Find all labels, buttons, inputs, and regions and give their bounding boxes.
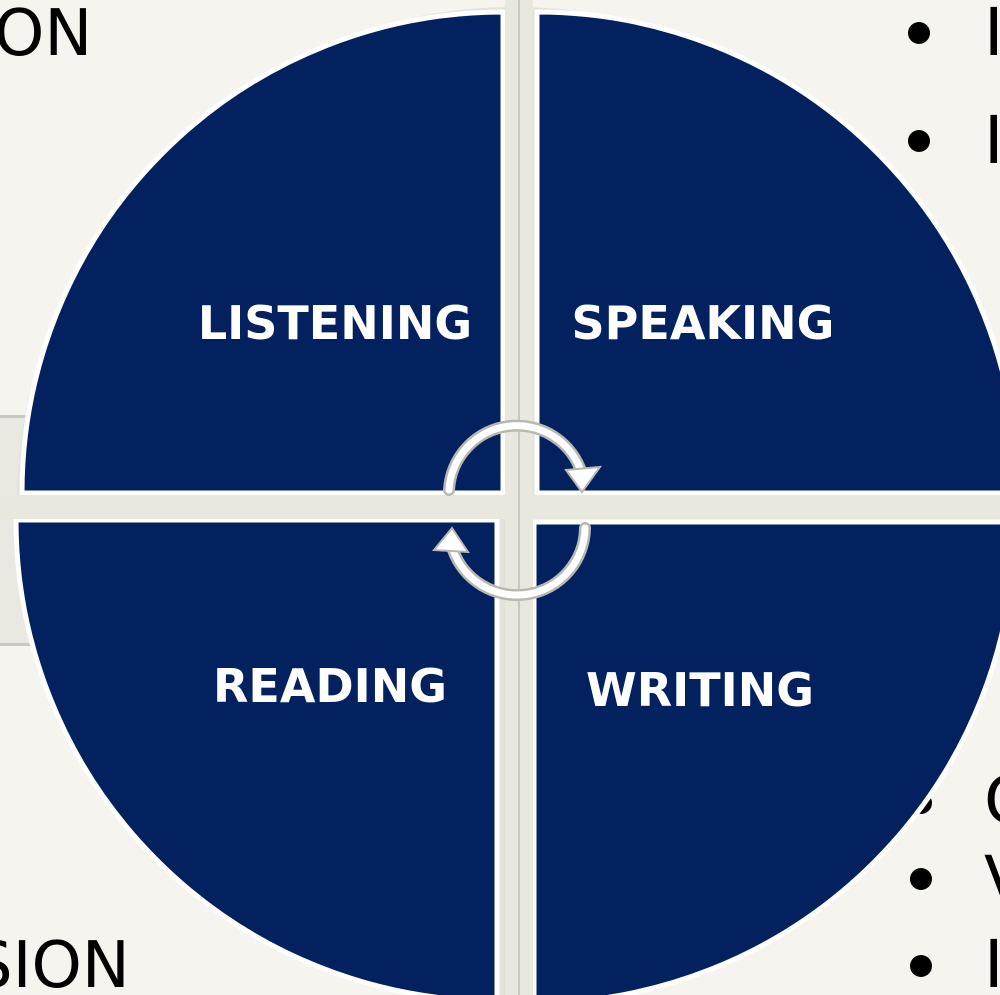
bullet-dot (908, 22, 930, 44)
partial-footer-text: SION (0, 929, 130, 995)
bullet-text: V (984, 848, 1000, 914)
bullet-text: I (984, 102, 1000, 179)
cycle-arrows-icon (431, 419, 603, 602)
bullet-text: C (984, 768, 1000, 834)
label-speaking: SPEAKING (572, 296, 835, 350)
bullet-text: I (984, 926, 1000, 995)
bullet-dot (910, 955, 932, 977)
label-writing: WRITING (586, 663, 814, 717)
bullet-text: I (984, 0, 1000, 71)
quadrant-reading (13, 517, 500, 995)
label-listening: LISTENING (198, 296, 472, 350)
bullet-dot (908, 130, 930, 152)
partial-heading-text: ON (0, 0, 93, 71)
quadrant-writing (531, 519, 1000, 995)
horizontal-divider (0, 495, 1000, 519)
quadrant-listening (19, 9, 506, 496)
label-reading: READING (213, 659, 447, 713)
quadrant-speaking (534, 9, 1000, 496)
bullet-dot (910, 868, 932, 890)
